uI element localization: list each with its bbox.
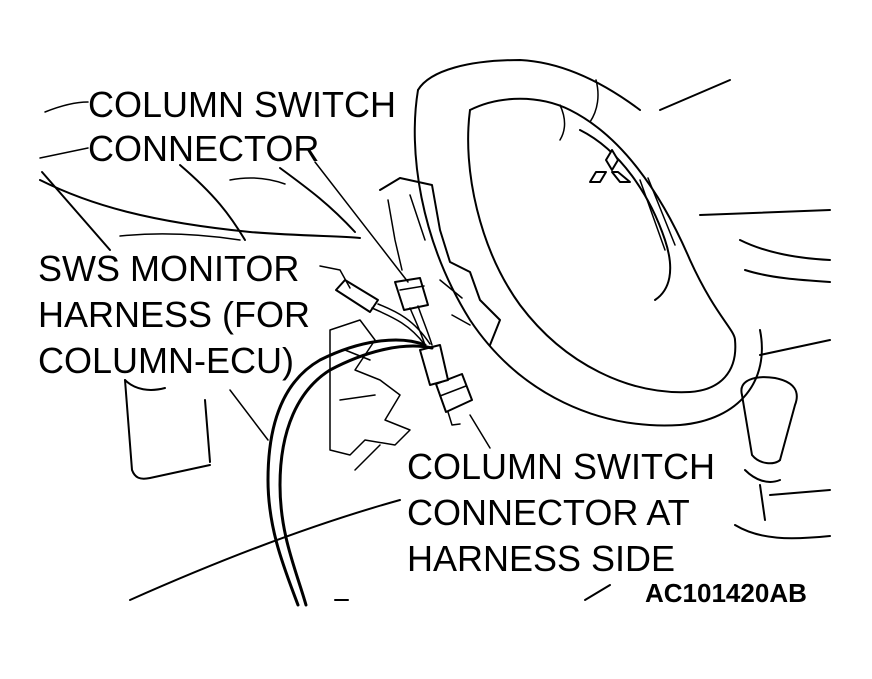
leader-harness-to-cable	[229, 389, 269, 441]
dash-panel-curve-2	[279, 167, 356, 233]
label-column-switch-connector-line1: COLUMN SWITCH	[88, 84, 396, 125]
upper-connector-detail	[399, 285, 425, 291]
steering-hub	[579, 129, 672, 301]
label-column-switch-connector-line2: CONNECTOR	[88, 128, 320, 169]
lower-panel-left	[124, 379, 211, 480]
brand-emblem	[589, 149, 631, 183]
hub-detail	[559, 79, 599, 141]
dash-line-right-upper	[659, 79, 731, 111]
figure-code: AC101420AB	[645, 578, 807, 608]
floor-line-right	[584, 584, 611, 601]
lower-connector	[435, 373, 473, 413]
sws-monitor-harness-cable	[266, 338, 427, 607]
gear-boot	[734, 469, 831, 540]
lower-connector-detail	[439, 385, 467, 426]
lower-panel-edge	[124, 379, 166, 391]
steering-wheel-spoke	[469, 97, 736, 341]
dash-panel-curve	[179, 164, 246, 241]
dash-line-right	[699, 209, 831, 216]
label-connector-harness-side-line3: HARNESS SIDE	[407, 538, 676, 579]
dash-recess	[119, 177, 286, 241]
label-connector-harness-side-line1: COLUMN SWITCH	[407, 446, 715, 487]
dashboard-outline	[39, 179, 361, 239]
steering-wheel-top	[417, 59, 641, 111]
lower-bracket-detail	[339, 349, 381, 471]
lower-panel-right	[204, 399, 211, 463]
leader-column-switch-connector-1	[44, 101, 89, 113]
floor-line	[129, 499, 401, 601]
console-line	[769, 489, 831, 496]
gear-lever-knob	[740, 376, 798, 461]
dash-line-right-2	[759, 339, 831, 356]
leader-to-upper-connector	[314, 161, 409, 283]
label-sws-monitor-harness-line3: COLUMN-ECU)	[38, 340, 294, 381]
column-detail	[387, 194, 471, 326]
label-sws-monitor-harness-line1: SWS MONITOR	[38, 248, 300, 289]
sws-monitor-harness-cable-2	[278, 344, 434, 607]
monitor-harness-plug	[335, 279, 379, 313]
gear-lever-shaft	[741, 394, 781, 465]
spoke-detail	[639, 177, 676, 251]
harness-wire-bundle	[371, 303, 433, 346]
upper-connector	[394, 277, 429, 311]
column-cover	[379, 177, 501, 346]
lower-bracket	[329, 319, 411, 456]
label-connector-harness-side-line2: CONNECTOR AT	[407, 492, 690, 533]
steering-wheel-outer	[413, 89, 763, 427]
steering-wheel-inner	[467, 109, 737, 394]
harness-connector-body	[419, 344, 449, 386]
dash-vent-right	[739, 239, 831, 283]
leader-to-monitor-plug	[319, 265, 351, 289]
leader-to-lower-connector	[469, 414, 491, 449]
leader-column-switch-connector-2	[39, 147, 89, 159]
dashboard-lower-edge	[41, 171, 111, 251]
label-sws-monitor-harness-line2: HARNESS (FOR	[38, 294, 311, 335]
